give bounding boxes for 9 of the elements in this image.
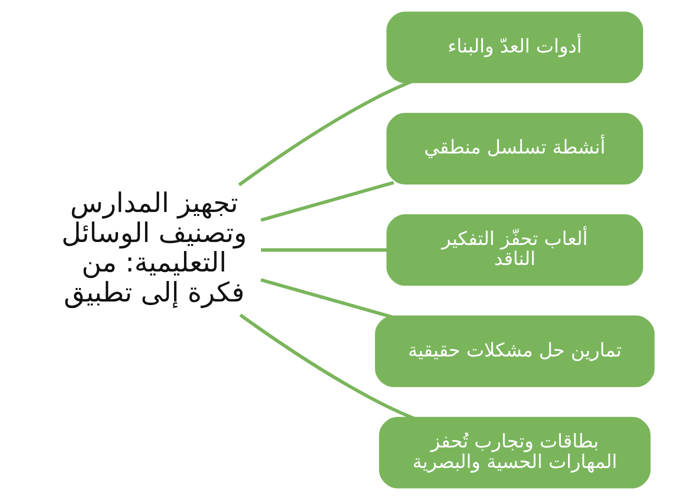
connector — [260, 248, 388, 252]
node-box: أدوات العدّ والبناء — [386, 12, 644, 84]
node-box: ألعاب تحفّز التفكير الناقد — [386, 214, 644, 286]
node-box: تمارين حل مشكلات حقيقية — [375, 316, 655, 388]
node-box: بطاقات وتجارب تُحفز المهارات الحسية والبصرية — [379, 416, 651, 488]
connector — [260, 180, 394, 222]
node-text: تجهيز المدارس وتصنيف الوسائل التعليمية: من فكرة إلى تطبيق — [61, 188, 247, 308]
node-box: أنشطة تسلسل منطقي — [386, 112, 644, 184]
connector — [260, 278, 394, 320]
